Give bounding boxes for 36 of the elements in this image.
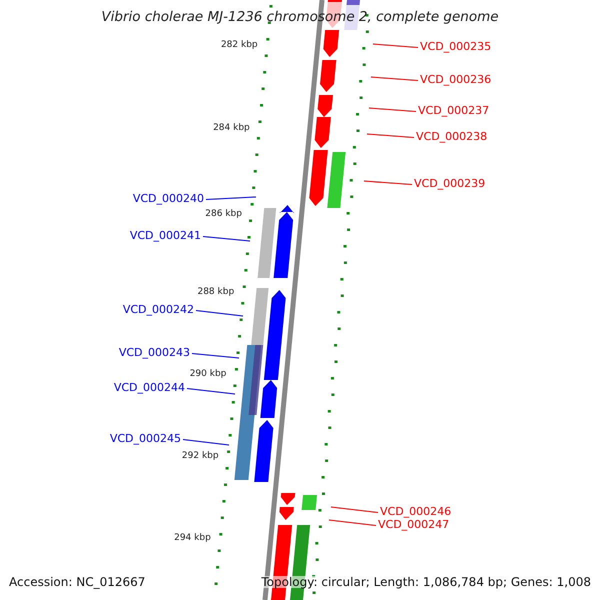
leader-line — [370, 76, 418, 81]
gene-label: VCD_000239 — [414, 178, 486, 189]
leader-line — [202, 236, 250, 242]
gene-label: VCD_000240 — [132, 193, 204, 204]
leader-line — [192, 353, 240, 358]
gene-label: VCD_000244 — [114, 382, 185, 393]
gene-label: VCD_000247 — [378, 519, 450, 530]
title: Vibrio cholerae MJ-1236 chromosome 2, complete genome — [100, 11, 500, 24]
leader-line — [364, 180, 412, 185]
tick-label: 294 kbp — [174, 534, 211, 543]
leader-line — [328, 520, 376, 526]
tick-label: 292 kbp — [182, 452, 219, 461]
leader-line — [186, 388, 236, 394]
gene-label: VCD_000243 — [118, 347, 190, 358]
tick-label: 290 kbp — [190, 370, 226, 379]
gene-label: VCD_000238 — [416, 131, 488, 142]
info-text: Topology: circular; Length: 1,086,784 bp; Genes: 1,008 — [261, 576, 591, 588]
tick-label: 284 kbp — [213, 124, 250, 133]
tick-label: 282 kbp — [220, 41, 258, 50]
leader-line — [366, 134, 414, 138]
tick-label: 286 kbp — [205, 210, 242, 219]
gene-label: VCD_000245 — [110, 433, 181, 444]
info-text: Accession: NC_012667 — [9, 576, 146, 588]
leader-line — [330, 506, 378, 513]
gene-label: VCD_000241 — [130, 230, 201, 241]
gene-label: VCD_000236 — [420, 74, 492, 85]
leader-line — [206, 196, 256, 200]
leader-line — [182, 439, 230, 446]
tick-label: 288 kbp — [197, 288, 234, 297]
leader-line — [368, 108, 416, 112]
leader-line — [372, 44, 418, 48]
gene-label: VCD_000246 — [380, 506, 452, 517]
leader-line — [196, 310, 244, 316]
gene-label: VCD_000237 — [418, 105, 490, 116]
gene-label: VCD_000242 — [122, 304, 194, 315]
gene-label: VCD_000235 — [420, 41, 492, 52]
